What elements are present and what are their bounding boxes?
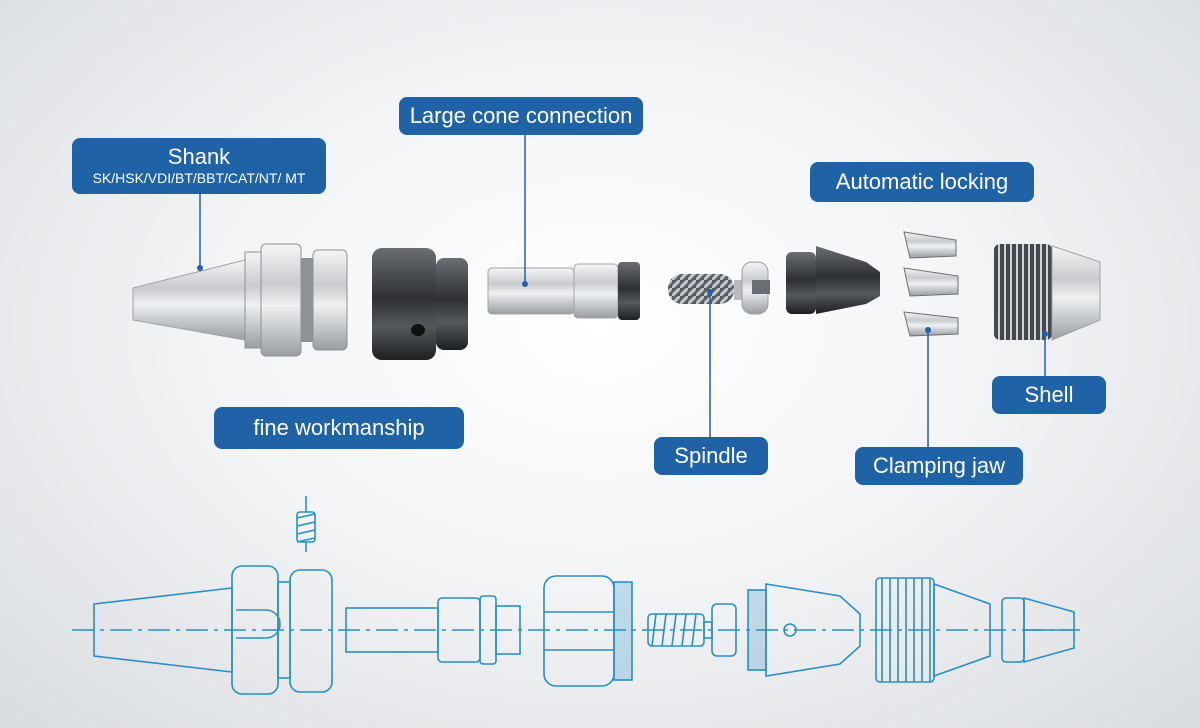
spindle-label: Spindle — [654, 437, 768, 475]
shank-subtitle: SK/HSK/VDI/BT/BBT/CAT/NT/ MT — [92, 170, 306, 186]
shank-part — [132, 243, 348, 357]
automatic-locking-label: Automatic locking — [810, 162, 1034, 202]
fine-workmanship-text: fine workmanship — [253, 415, 425, 440]
clamping-jaws-part — [903, 231, 959, 337]
auto-locking-part — [786, 246, 880, 314]
shell-label: Shell — [992, 376, 1106, 414]
large-cone-connection-label: Large cone connection — [399, 97, 643, 135]
blueprint-drawing — [72, 496, 1080, 695]
coupling-ring-part — [372, 248, 468, 360]
shank-title: Shank — [167, 144, 231, 169]
clamping-jaw-label: Clamping jaw — [855, 447, 1023, 485]
clamping-jaw-text: Clamping jaw — [872, 453, 1006, 478]
shell-text: Shell — [1024, 382, 1074, 407]
spindle-part — [668, 261, 770, 315]
automatic-locking-text: Automatic locking — [835, 169, 1009, 194]
shell-part — [994, 244, 1101, 341]
large-cone-connection-text: Large cone connection — [409, 103, 633, 128]
fine-workmanship-label: fine workmanship — [214, 407, 464, 449]
spindle-text: Spindle — [674, 443, 748, 468]
shank-label: Shank SK/HSK/VDI/BT/BBT/CAT/NT/ MT — [72, 138, 326, 194]
cone-connection-part — [487, 262, 640, 320]
